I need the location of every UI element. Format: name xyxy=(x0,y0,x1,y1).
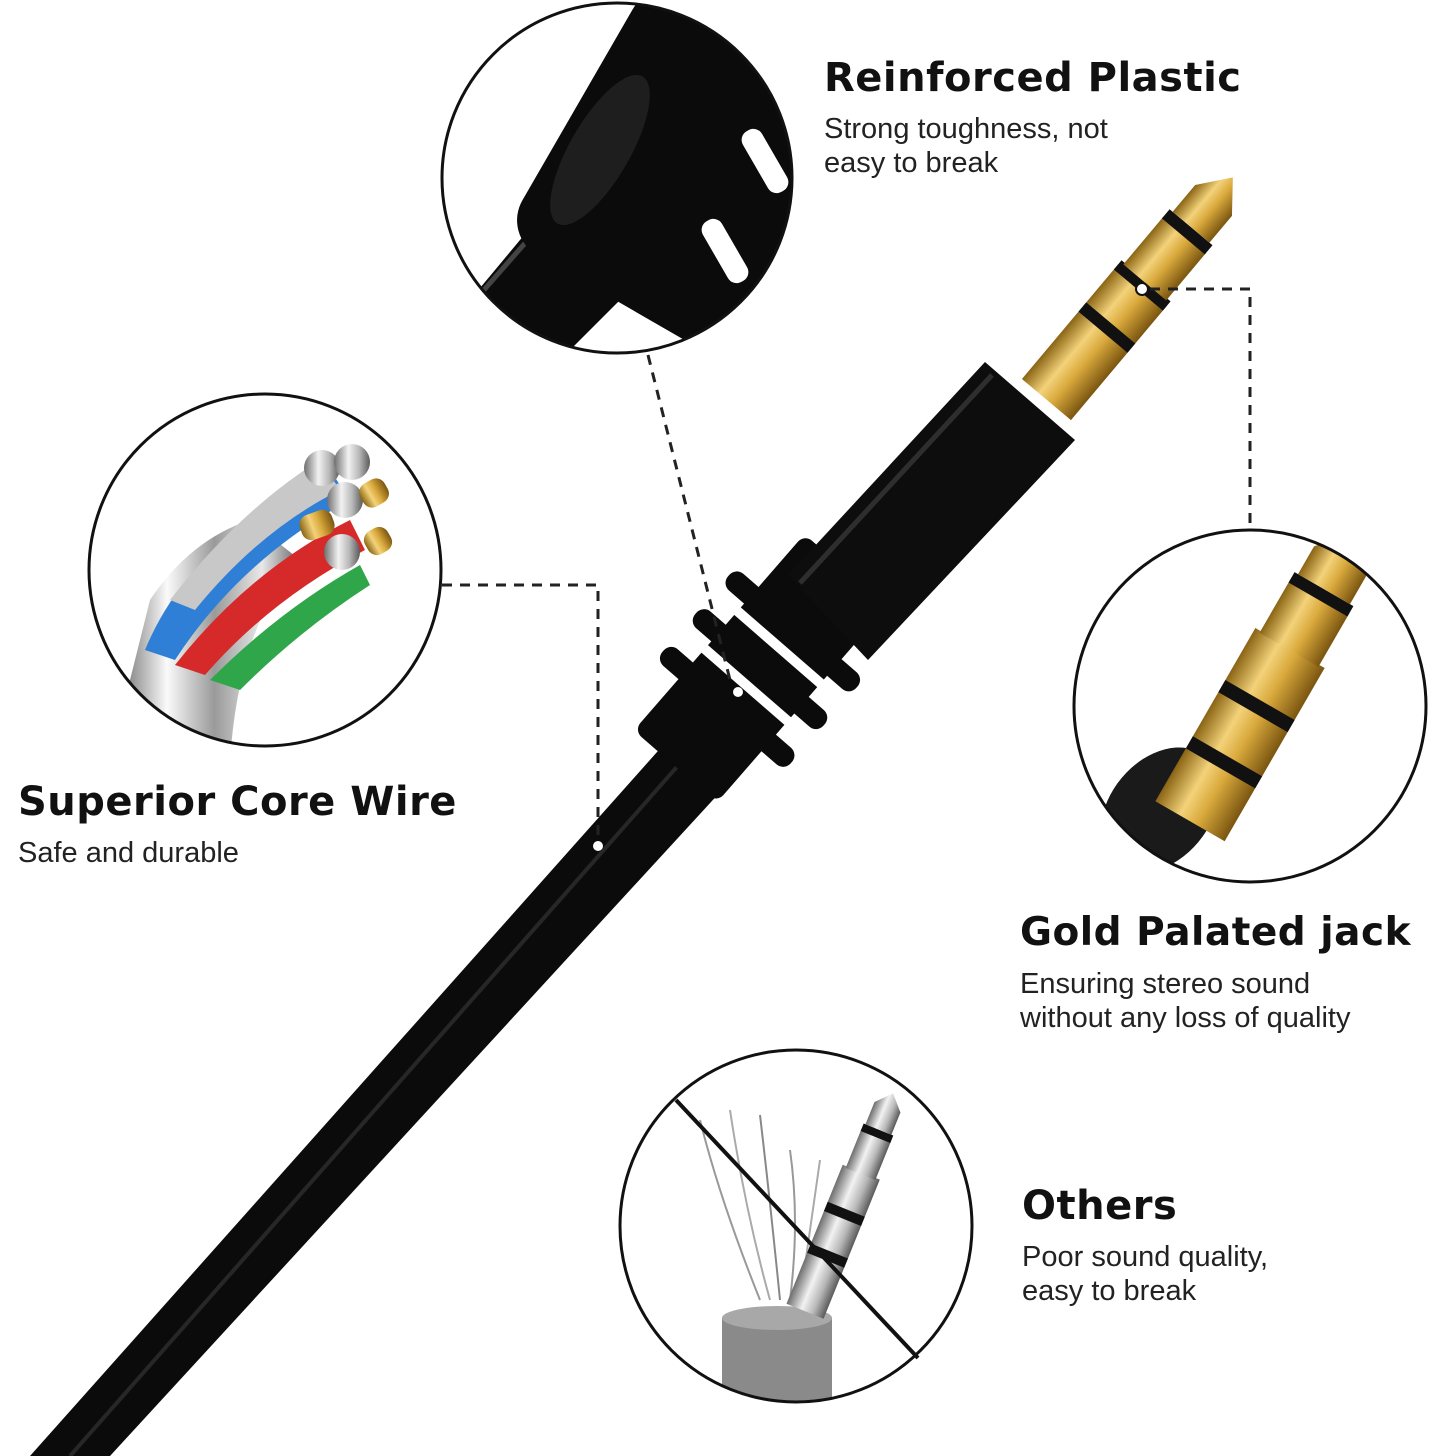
pointer-dot xyxy=(733,687,743,697)
gold-jack-icon xyxy=(1072,528,1428,884)
cheap-jack-crossed-icon xyxy=(618,1048,974,1404)
feature-gold-plated-jack: Gold Palated jack Ensuring stereo sound … xyxy=(1020,910,1412,1035)
feature-reinforced-plastic: Reinforced Plastic Strong toughness, not… xyxy=(824,56,1242,180)
pointer-dot xyxy=(593,841,603,851)
feature-others: Others Poor sound quality, easy to break xyxy=(1022,1184,1268,1308)
feature-description: Ensuring stereo sound without any loss o… xyxy=(1020,967,1351,1035)
feature-superior-core-wire: Superior Core Wire Safe and durable xyxy=(18,780,457,870)
gold-plug-tip xyxy=(1021,177,1233,421)
feature-title: Gold Palated jack xyxy=(1020,910,1412,955)
pointer-dot xyxy=(1135,282,1149,296)
plastic-strain-relief-icon xyxy=(440,1,794,355)
plug-housing xyxy=(788,362,1075,660)
feature-description: Poor sound quality, easy to break xyxy=(1022,1241,1269,1308)
feature-description: Strong toughness, not easy to break xyxy=(824,113,1108,180)
feature-title: Reinforced Plastic xyxy=(824,55,1242,101)
feature-title: Superior Core Wire xyxy=(18,779,457,825)
main-cable xyxy=(30,715,745,1456)
feature-title: Others xyxy=(1022,1183,1178,1229)
feature-description: Safe and durable xyxy=(18,837,239,869)
core-wire-strands-icon xyxy=(87,392,443,748)
connector-lines xyxy=(442,287,1252,838)
